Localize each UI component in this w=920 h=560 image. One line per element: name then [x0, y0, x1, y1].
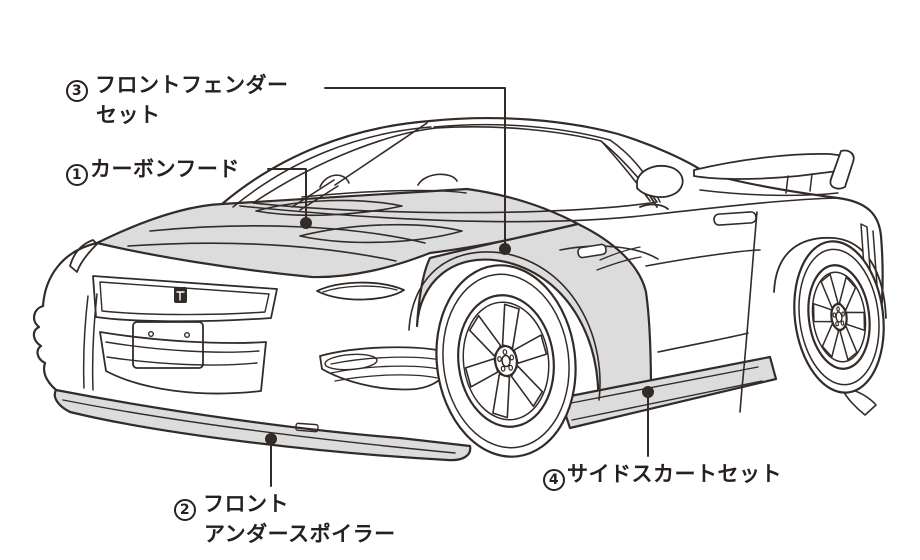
fog-lamp: [324, 353, 378, 371]
leader-dot-2: [265, 433, 277, 445]
rear-wheel-arch: [773, 236, 887, 319]
callout-label-carbon-hood: カーボンフード: [90, 157, 240, 181]
callout-number-2: 2: [174, 499, 196, 521]
spoiler-endplate: [829, 149, 855, 190]
callout-number-4: 4: [543, 469, 565, 491]
lower-intake: [99, 331, 267, 395]
leader-dot-4: [642, 386, 654, 398]
rear-lip-fin: [843, 387, 877, 416]
front-wheel: [426, 257, 587, 464]
rear-wheel: [786, 236, 892, 398]
front-fascia: [62, 239, 456, 454]
leader-lines: [265, 87, 654, 487]
hood-vents: [127, 199, 659, 262]
callout-front-fender-set: 3 フロントフェンダー セット: [66, 72, 289, 129]
callout-label-front-fender: フロントフェンダー: [95, 73, 289, 97]
callout-number-3: 3: [66, 80, 88, 102]
windows: [239, 122, 839, 223]
front-under-spoiler-region: [53, 388, 472, 462]
callout-label-front-under-spoiler: フロント: [203, 492, 289, 516]
rear-spoiler: [693, 152, 852, 180]
callout-number-1: 1: [66, 164, 88, 186]
callout-label-front-fender-line2: セット: [96, 103, 161, 127]
callout-label-front-under-spoiler-line2: アンダースポイラー: [204, 522, 396, 546]
headlight-far: [69, 239, 98, 273]
leader-dot-1: [300, 217, 312, 229]
side-mirror: [636, 165, 684, 210]
side-skirt-region: [558, 355, 778, 430]
door-handle: [713, 211, 757, 226]
leader-line-3: [324, 87, 506, 249]
leader-line-1: [267, 168, 307, 223]
body-outline: [32, 116, 884, 392]
callout-front-under-spoiler: 2 フロント アンダースポイラー: [174, 491, 396, 548]
side-details: [408, 211, 763, 421]
fender-marker: [577, 243, 607, 259]
leader-dot-3: [499, 243, 511, 255]
headlight: [316, 281, 405, 301]
tow-hook-slot: [295, 422, 319, 433]
callout-label-side-skirt: サイドスカートセット: [567, 462, 782, 486]
front-fender-region: [415, 222, 653, 405]
